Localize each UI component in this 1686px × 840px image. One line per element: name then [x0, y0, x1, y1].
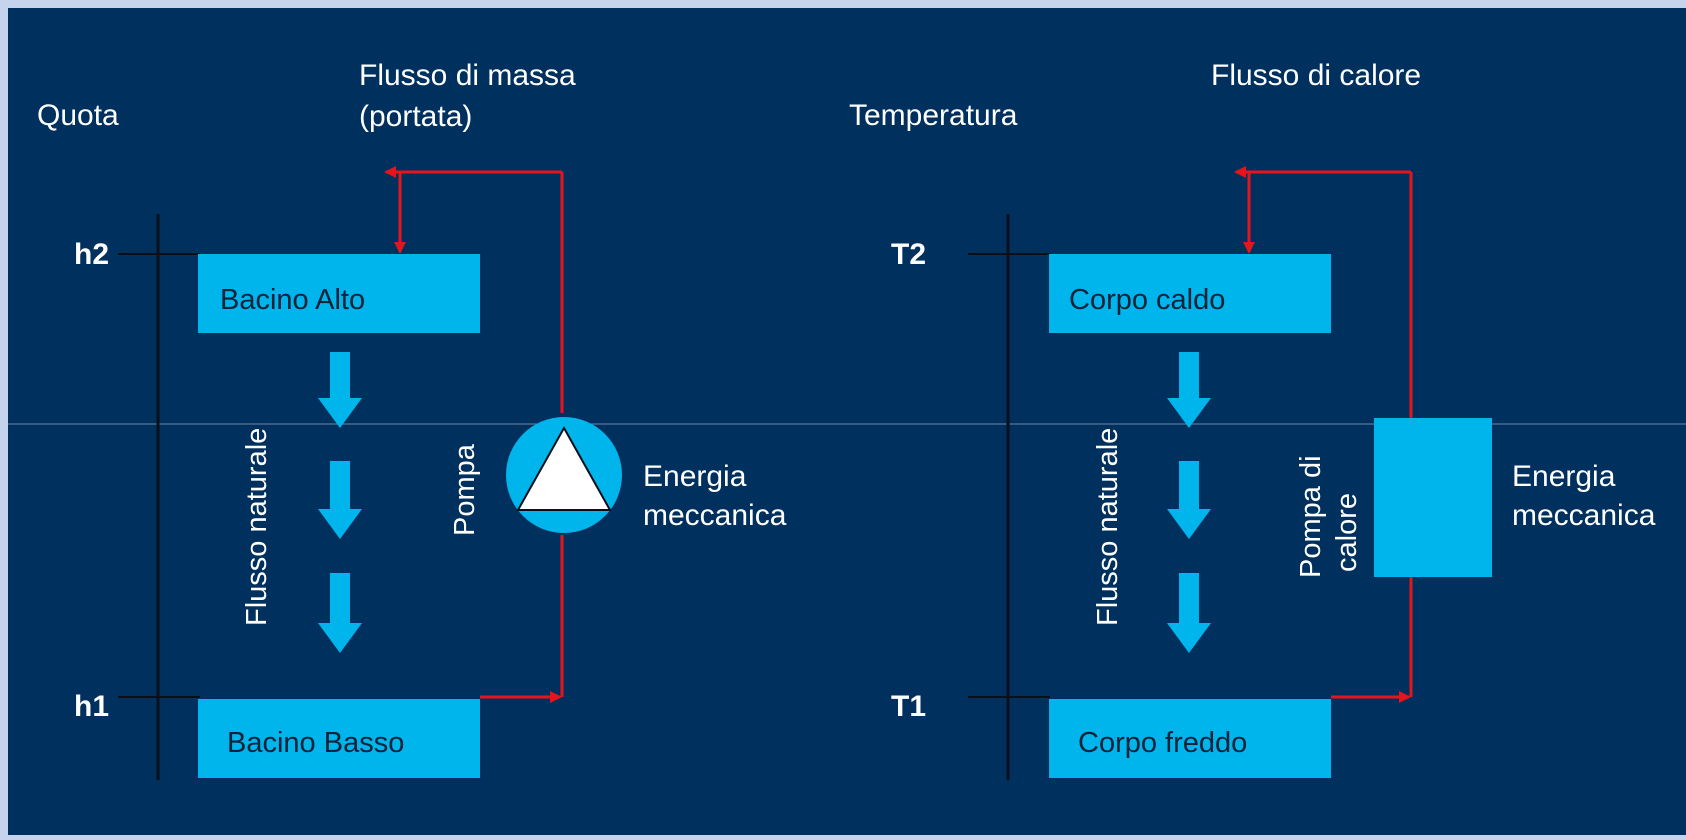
right-box-low [1049, 699, 1331, 778]
left-down-arrow-1-icon [318, 352, 362, 428]
right-device-label-line1: Pompa di [1295, 455, 1327, 578]
left-device-label: Pompa [449, 443, 481, 536]
left-box-low-label: Bacino Basso [227, 727, 404, 759]
left-energy-line2: meccanica [643, 499, 787, 532]
heat-pump-box-icon [1374, 418, 1492, 577]
right-box-high [1049, 254, 1331, 333]
right-down-arrow-1-icon [1167, 352, 1211, 428]
right-down-arrow-3-icon [1167, 573, 1211, 653]
pump-triangle-icon [506, 417, 622, 533]
left-box-high-label: Bacino Alto [220, 284, 365, 316]
left-level-low-label: h1 [74, 690, 109, 723]
left-level-high-label: h2 [74, 238, 109, 271]
right-axis-label: Temperatura [849, 99, 1018, 132]
right-energy-line2: meccanica [1512, 499, 1656, 532]
right-natural-flow-label: Flusso naturale [1092, 428, 1124, 626]
right-box-low-label: Corpo freddo [1078, 727, 1247, 759]
left-down-arrow-3-icon [318, 573, 362, 653]
left-box-low [198, 699, 480, 778]
right-diagram: Temperatura Flusso di calore T2 T1 Corpo… [849, 59, 1656, 780]
left-flow-title-line2: (portata) [359, 100, 472, 133]
right-energy-line1: Energia [1512, 460, 1616, 493]
left-down-arrow-2-icon [318, 461, 362, 539]
left-energy-line1: Energia [643, 460, 747, 493]
right-level-high-label: T2 [891, 238, 926, 271]
left-natural-flow-label: Flusso naturale [241, 428, 273, 626]
right-device-label-line2: calore [1331, 493, 1363, 572]
left-axis-label: Quota [37, 99, 119, 132]
left-box-high [198, 254, 480, 333]
left-diagram: Quota Flusso di massa (portata) h2 h1 Ba… [37, 59, 787, 780]
left-flow-title-line1: Flusso di massa [359, 59, 576, 92]
right-box-high-label: Corpo caldo [1069, 284, 1225, 316]
right-down-arrow-2-icon [1167, 461, 1211, 539]
right-level-low-label: T1 [891, 690, 926, 723]
right-flow-title-line1: Flusso di calore [1211, 59, 1421, 92]
